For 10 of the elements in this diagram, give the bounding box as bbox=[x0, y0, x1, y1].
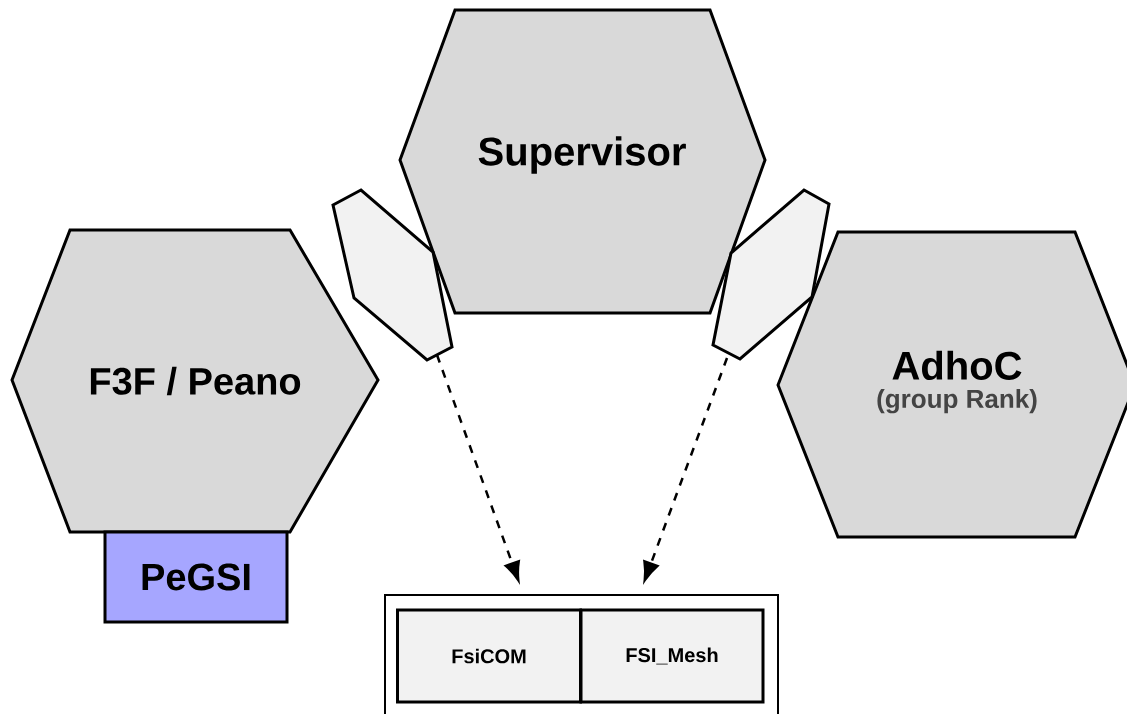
arrow bbox=[643, 357, 729, 582]
arrow bbox=[435, 354, 520, 582]
module-box: FSI_Mesh bbox=[579, 608, 765, 704]
module-box: FsiCOM bbox=[396, 608, 582, 704]
hexagon-node: Supervisor bbox=[398, 8, 767, 315]
hexagon-node: AdhoC (group Rank) bbox=[776, 230, 1127, 539]
module-box: PeGSI bbox=[103, 530, 289, 624]
small-hexagon bbox=[711, 188, 831, 361]
hexagon-node: F3F / Peano bbox=[10, 228, 380, 534]
small-hexagon bbox=[331, 188, 454, 362]
